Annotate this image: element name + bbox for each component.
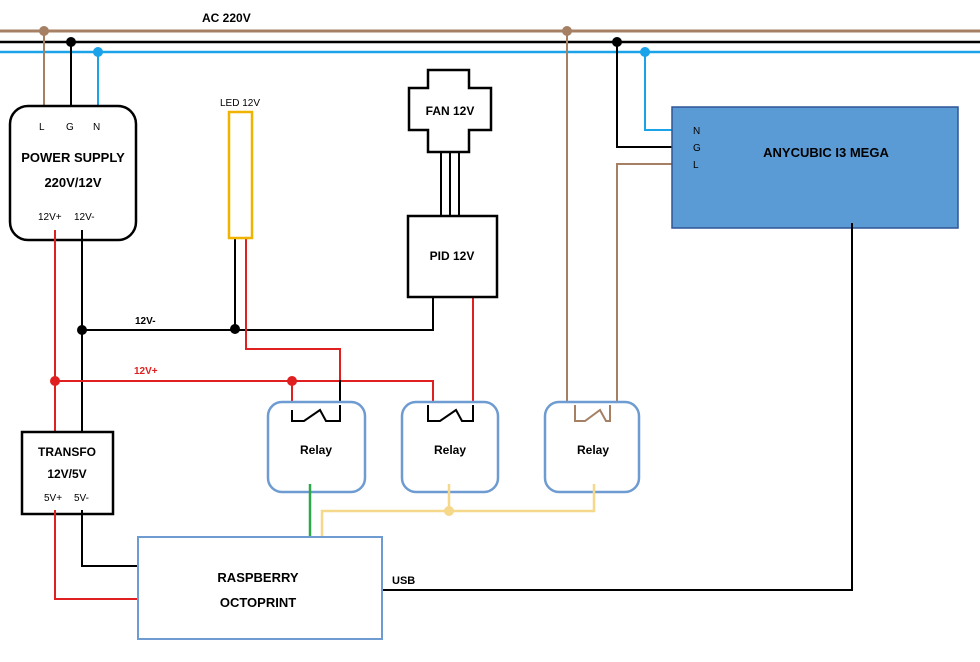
transfo-pin-plus: 5V+ xyxy=(44,493,62,504)
plus-bus-wire xyxy=(55,380,434,406)
mains-label: AC 220V xyxy=(202,11,251,25)
junction-psu-N xyxy=(93,47,103,57)
psu-pin-G: G xyxy=(66,122,74,133)
relay-1: Relay xyxy=(266,400,367,494)
anycubic-label: ANYCUBIC I3 MEGA xyxy=(763,145,889,160)
raspberry-title-line2: OCTOPRINT xyxy=(220,595,296,610)
anycubic-wire-G xyxy=(616,42,672,148)
relay-3-label: Relay xyxy=(577,443,609,457)
signal-yellow-feed xyxy=(320,509,449,543)
bus-plus-label: 12V+ xyxy=(134,366,158,377)
bus-minus-label: 12V- xyxy=(135,316,156,327)
anycubic-wire-L xyxy=(610,163,672,406)
psu-pin-N: N xyxy=(93,122,100,133)
junction-psu-L xyxy=(39,26,49,36)
psu-pin-plus: 12V+ xyxy=(38,212,62,223)
raspberry-title-line1: RASPBERRY xyxy=(217,570,298,585)
fan-box xyxy=(407,68,493,154)
relay-2: Relay xyxy=(400,400,500,494)
minus-bus-wire xyxy=(82,291,434,331)
junction-psu-G xyxy=(66,37,76,47)
raspberry-box xyxy=(137,536,383,640)
led-box xyxy=(227,110,254,240)
relay-1-label: Relay xyxy=(300,443,332,457)
transfo-box xyxy=(20,430,115,516)
pid-box xyxy=(406,214,499,299)
relay-1-box xyxy=(266,400,367,494)
junction-anycubic-G xyxy=(612,37,622,47)
psu-title-line2: 220V/12V xyxy=(44,175,101,190)
5v-plus-wire xyxy=(54,510,150,600)
psu-pin-minus: 12V- xyxy=(74,212,95,223)
fan-label: FAN 12V xyxy=(426,104,475,118)
transfo-title-line2: 12V/5V xyxy=(47,467,86,481)
junction-plus-bus xyxy=(50,376,60,386)
pid-label: PID 12V xyxy=(430,249,475,263)
usb-label: USB xyxy=(392,575,415,587)
usb-wire xyxy=(373,223,853,591)
relay-3-box xyxy=(543,400,641,494)
anycubic-wire-N xyxy=(644,52,672,131)
led-label: LED 12V xyxy=(220,98,260,109)
relay-3: Relay xyxy=(543,400,641,494)
5v-minus-wire xyxy=(81,510,150,567)
transfo-pin-minus: 5V- xyxy=(74,493,89,504)
junction-anycubic-N xyxy=(640,47,650,57)
anycubic-pin-N: N xyxy=(693,126,700,137)
relay-2-label: Relay xyxy=(434,443,466,457)
relay-3-switch-L xyxy=(574,405,611,422)
psu-title-line1: POWER SUPPLY xyxy=(21,150,125,165)
relay-2-3-signal-wire xyxy=(447,484,596,513)
anycubic-pin-L: L xyxy=(693,160,699,171)
psu-pin-L: L xyxy=(39,122,45,133)
anycubic-pin-G: G xyxy=(693,143,701,154)
anycubic-box xyxy=(671,106,959,229)
junction-signal-yellow xyxy=(444,506,454,516)
relay-2-switch xyxy=(427,405,474,422)
transfo-title-line1: TRANSFO xyxy=(38,445,96,459)
junction-relay3-L xyxy=(562,26,572,36)
junction-minus-bus xyxy=(77,325,87,335)
relay3-wire-L-in xyxy=(566,31,575,406)
led-plus-wire xyxy=(245,232,341,380)
relay-1-switch xyxy=(291,405,341,422)
power-supply-box xyxy=(8,104,138,242)
